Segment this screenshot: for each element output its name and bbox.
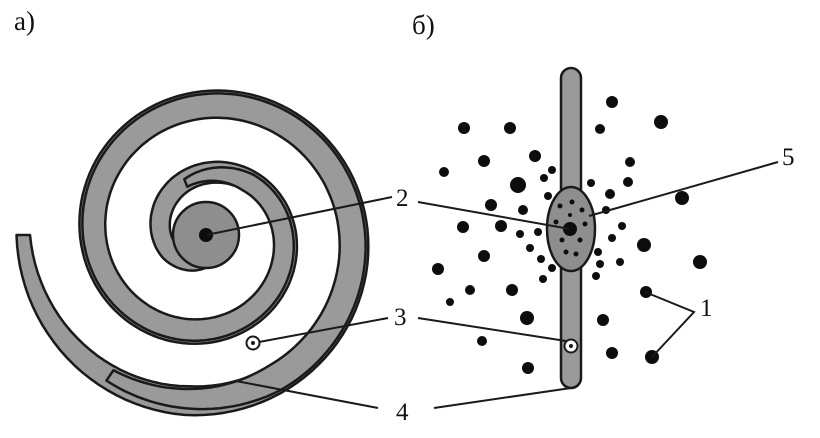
globular-cluster [457, 221, 469, 233]
panel-b-label: б) [412, 10, 435, 40]
spiral-arms [15, 89, 370, 417]
globular-cluster [478, 250, 490, 262]
globular-cluster [439, 167, 449, 177]
bulge-star [568, 213, 572, 217]
callout-5: 5 [782, 144, 795, 171]
leader-line-2b [417, 201, 571, 230]
globular-cluster [618, 222, 626, 230]
bulge-star [577, 237, 583, 243]
leader-line-2a [205, 196, 393, 236]
globular-cluster [654, 115, 668, 129]
leader-line-4a [235, 380, 379, 409]
globular-cluster [485, 199, 497, 211]
globular-cluster [594, 248, 602, 256]
globular-cluster [637, 238, 651, 252]
globular-cluster [516, 230, 524, 238]
globular-cluster [606, 347, 618, 359]
globular-cluster [544, 192, 552, 200]
bulge-stars [553, 199, 588, 257]
globular-cluster [510, 177, 526, 193]
bulge-star [563, 249, 569, 255]
globular-cluster [597, 314, 609, 326]
panel-a-label: а) [14, 6, 35, 36]
globular-cluster [537, 255, 545, 263]
globular-cluster [675, 191, 689, 205]
bulge-star [569, 199, 575, 205]
bulge-star [557, 203, 563, 209]
globular-cluster [587, 179, 595, 187]
bulge-star [573, 251, 579, 257]
callout-2: 2 [396, 185, 409, 212]
globular-cluster [595, 124, 605, 134]
globular-cluster [592, 272, 600, 280]
globular-cluster [540, 174, 548, 182]
globular-cluster [596, 260, 604, 268]
globular-cluster [693, 255, 707, 269]
globular-cluster [539, 275, 547, 283]
globular-cluster [623, 177, 633, 187]
globular-cluster [495, 220, 507, 232]
globular-cluster [616, 258, 624, 266]
globular-cluster [526, 244, 534, 252]
globular-cluster [529, 150, 541, 162]
globular-cluster [606, 96, 618, 108]
callout-1: 1 [700, 295, 713, 322]
leader-line-5 [588, 161, 779, 217]
bulge-star [559, 237, 565, 243]
globular-cluster [548, 264, 556, 272]
bulge-star [582, 221, 588, 227]
spiral-galaxy [15, 89, 370, 417]
globular-cluster [548, 166, 556, 174]
globular-cluster [605, 189, 615, 199]
globular-cluster [458, 122, 470, 134]
globular-cluster [520, 311, 534, 325]
globular-cluster [432, 263, 444, 275]
globular-cluster [522, 362, 534, 374]
sun-marker-b-dot [569, 344, 573, 348]
globular-cluster [534, 228, 542, 236]
globular-cluster [465, 285, 475, 295]
bulge-star [579, 207, 585, 213]
globular-cluster [477, 336, 487, 346]
leader-line-3b [417, 317, 567, 342]
globular-cluster [608, 234, 616, 242]
spiral-arm-2 [81, 92, 367, 411]
bulge-star [553, 219, 559, 225]
callout-3: 3 [394, 304, 407, 331]
globular-cluster [478, 155, 490, 167]
leader-line-4b [433, 387, 572, 409]
callout-4: 4 [396, 399, 409, 426]
globular-cluster [518, 205, 528, 215]
sun-marker-a-dot [251, 341, 255, 345]
globular-cluster [506, 284, 518, 296]
globular-clusters [432, 96, 707, 374]
globular-cluster [625, 157, 635, 167]
leader-lines [205, 161, 779, 409]
globular-cluster [446, 298, 454, 306]
edge-on-galaxy [432, 66, 707, 390]
leader-line-3a [258, 317, 389, 343]
leader-line-1 [644, 291, 696, 358]
globular-cluster [504, 122, 516, 134]
